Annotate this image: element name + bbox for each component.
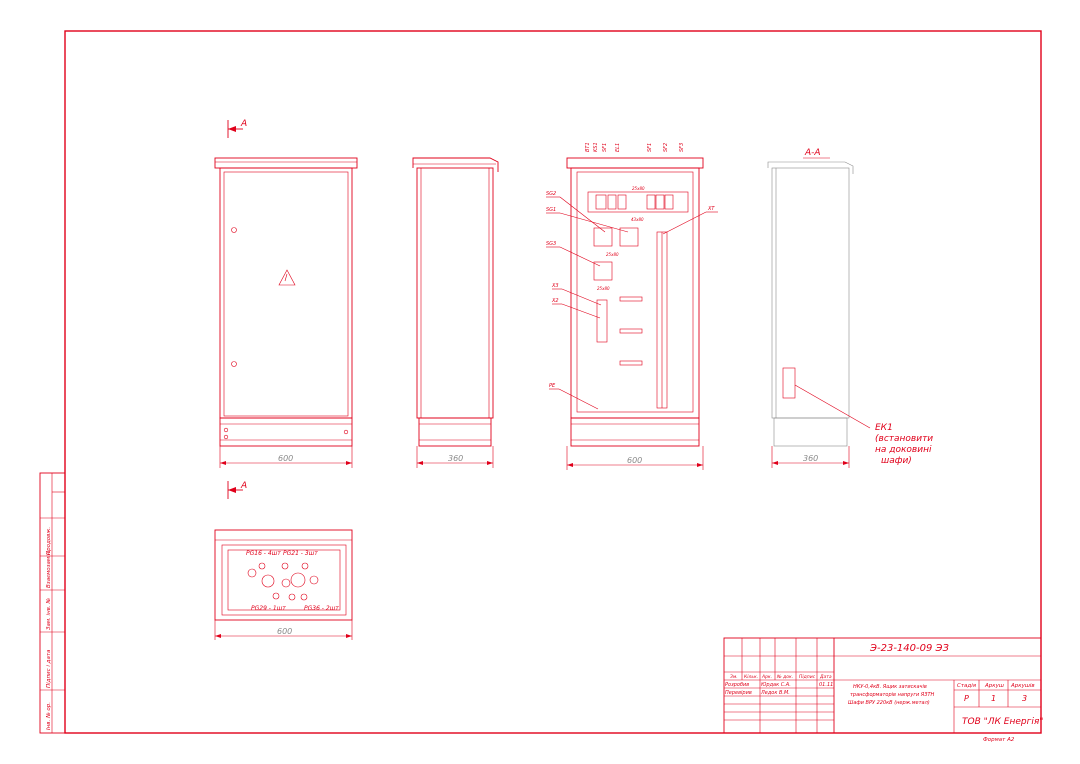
tb-desc-1: НКУ-0,4кВ. Ящик затискачів bbox=[853, 684, 927, 690]
dim-front-width: 600 bbox=[278, 454, 293, 463]
comp-label-sf1b: SF1 bbox=[647, 143, 653, 152]
tb-desc-2: трансформаторів напруги ЯЗТН bbox=[850, 692, 935, 698]
tb-header-date: Дата bbox=[819, 674, 832, 680]
section-mark-top: А bbox=[227, 119, 247, 138]
side-stamp: Продовж. Взаємозамін. Зам. інв. № Підпис… bbox=[39, 472, 66, 734]
tb-role-2: Перевірив bbox=[725, 690, 752, 696]
side-cell-3: Зам. інв. № bbox=[46, 598, 52, 630]
gland-pg29: PG29 - 1шт bbox=[251, 605, 286, 612]
section-mark-bottom: А bbox=[227, 481, 247, 499]
label-pe: PE bbox=[549, 383, 556, 389]
tb-stage-header: Стадія bbox=[957, 683, 977, 689]
tb-header-doc: № док. bbox=[776, 674, 793, 680]
ek1-line-2: (встановити bbox=[875, 434, 933, 444]
dim-inner-width: 600 bbox=[627, 456, 642, 465]
label-sg2: SG2 bbox=[546, 191, 556, 197]
side-cell-1: Продовж. bbox=[46, 527, 52, 555]
comp-label-sf3: SF3 bbox=[679, 143, 685, 152]
gland-pg16: PG16 - 4шт bbox=[246, 550, 281, 557]
doc-number: Э-23-140-09 ЭЗ bbox=[869, 643, 950, 654]
comp-label-sf2: SF2 bbox=[663, 143, 669, 152]
side-cell-4: Підпис і дата bbox=[46, 649, 52, 688]
tb-date-1: 01.11 bbox=[819, 682, 833, 688]
side-cell-5: Інв. № ор. bbox=[46, 702, 52, 730]
side-cell-2: Взаємозамін. bbox=[46, 550, 52, 588]
cabinet-side-view: 360 bbox=[412, 157, 499, 468]
gland-pg36: PG36 - 2шт bbox=[304, 605, 339, 612]
dim-side-depth: 360 bbox=[448, 454, 463, 463]
title-block: Э-23-140-09 ЭЗ Зм. Кільк. Арк. № док. Пі… bbox=[723, 637, 1043, 743]
tb-header-zm: Зм. bbox=[730, 674, 738, 680]
tb-company: ТОВ "ЛК Енергія" bbox=[962, 717, 1043, 727]
label-xt: XT bbox=[707, 206, 715, 212]
section-label-top: А bbox=[240, 119, 247, 129]
cabinet-interior-view: 600 ВТ1 KS1 SF1 EL1 SF1 SF2 SF3 25х80 43… bbox=[546, 142, 718, 470]
ek1-line-3: на доковині bbox=[875, 445, 932, 455]
comp-label-el1: EL1 bbox=[615, 143, 621, 152]
label-x2: X2 bbox=[551, 298, 559, 304]
tb-name-1: Юрдак С.А. bbox=[761, 682, 791, 688]
dim-bottom-width: 600 bbox=[277, 627, 292, 636]
label-sg1: SG1 bbox=[546, 207, 556, 213]
comp-label-sf1a: SF1 bbox=[602, 143, 608, 152]
gland-pg21: PG21 - 3шт bbox=[283, 550, 318, 557]
panel-mark-1: 25х80 bbox=[632, 186, 645, 191]
label-x3: X3 bbox=[551, 283, 559, 289]
panel-mark-3: 25х80 bbox=[606, 252, 619, 257]
panel-mark-4: 25х80 bbox=[597, 286, 610, 291]
tb-sheets: 3 bbox=[1022, 694, 1027, 703]
tb-header-sign: Підпис bbox=[799, 674, 816, 680]
dim-section-depth: 360 bbox=[803, 454, 818, 463]
cabinet-bottom-view: 600 PG16 - 4шт PG21 - 3шт PG29 - 1шт PG3… bbox=[214, 529, 353, 640]
tb-header-kilk: Кільк. bbox=[744, 674, 758, 680]
tb-sheets-header: Аркушів bbox=[1010, 683, 1035, 689]
tb-header-ark: Арк. bbox=[761, 674, 772, 680]
cabinet-front-view: 600 bbox=[214, 157, 358, 468]
cabinet-section-view: А-А 360 ЕК1 (встановити на доковині шафи… bbox=[767, 148, 933, 468]
section-view-title: А-А bbox=[804, 148, 821, 158]
tb-role-1: Розробив bbox=[725, 682, 749, 688]
ek1-line-4: шафи) bbox=[881, 456, 912, 466]
tb-stage: Р bbox=[964, 694, 969, 703]
label-sg3: SG3 bbox=[546, 241, 556, 247]
drawing-frame bbox=[64, 30, 1042, 734]
panel-mark-2: 43х80 bbox=[631, 217, 644, 222]
tb-sheet-header: Аркуш bbox=[984, 683, 1004, 689]
tb-sheet: 1 bbox=[991, 694, 996, 703]
comp-label-bt1: ВТ1 bbox=[585, 142, 591, 152]
tb-format: Формат А2 bbox=[983, 737, 1015, 743]
section-label-bottom: А bbox=[240, 481, 247, 491]
tb-name-2: Ледок В.М. bbox=[760, 690, 790, 696]
ek1-line-1: ЕК1 bbox=[875, 423, 893, 433]
comp-label-ks1: KS1 bbox=[593, 142, 599, 152]
tb-desc-3: Шафи ВРУ 220кВ (нерж.метал) bbox=[848, 700, 930, 706]
